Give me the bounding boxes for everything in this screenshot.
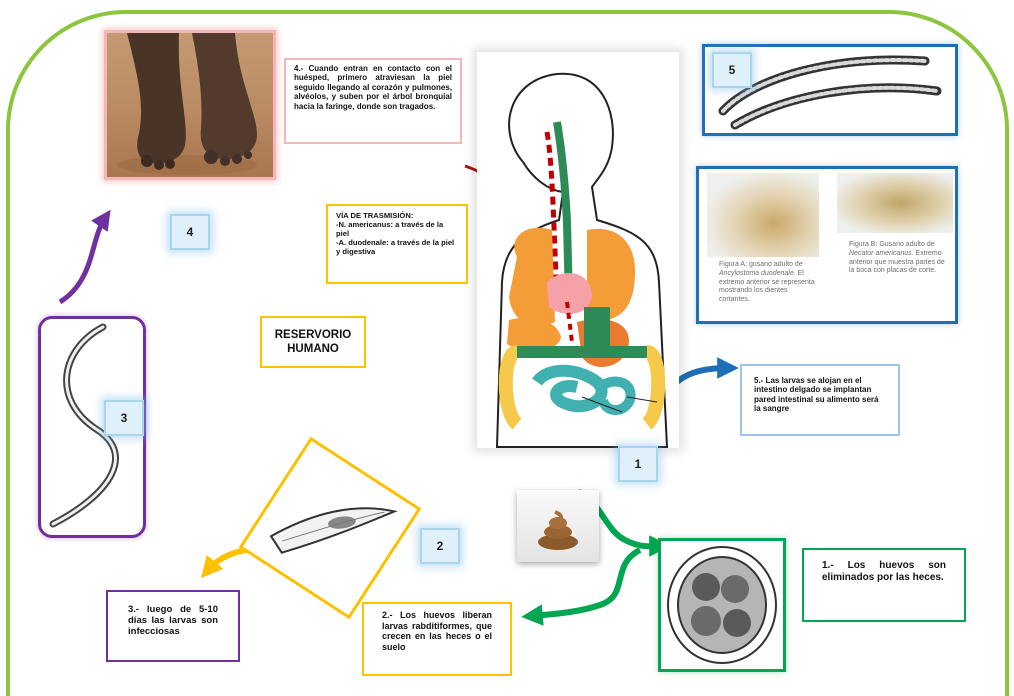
step5-text-box: 5.- Las larvas se alojan en el intestino… [740, 364, 900, 436]
step-number-3: 3 [104, 400, 144, 436]
figure-a-prefix: Figura A: gusano adulto de [719, 261, 803, 268]
arrow-3-to-4 [60, 218, 105, 302]
step-number-4: 4 [170, 214, 210, 250]
worm-micrograph-panel: Figura A: gusano adulto de Ancylostoma d… [696, 166, 958, 324]
egg-micrograph [658, 538, 786, 672]
figure-b-image [837, 173, 953, 233]
step4-text: 4.- Cuando entran en contacto con el hué… [294, 64, 452, 111]
human-anatomy-diagram [477, 52, 679, 448]
step-number-5: 5 [712, 52, 752, 88]
poop-illustration [517, 490, 599, 562]
reservoir-box: RESERVORIO HUMANO [260, 316, 366, 368]
feet-photo [104, 30, 276, 180]
figure-a-species: Ancylostoma duodenale [719, 270, 794, 277]
poop-icon [517, 490, 599, 562]
transmission-line-2: -A. duodenale: a través de la piel y dig… [336, 239, 458, 257]
reservoir-label: RESERVORIO HUMANO [270, 328, 356, 357]
step5-text: 5.- Las larvas se alojan en el intestino… [754, 376, 878, 413]
transmission-line-1: -N. americanus: a través de la piel [336, 221, 458, 239]
feet-illustration [107, 33, 273, 177]
figure-b-caption: Figura B: Gusano adulto de Necator ameri… [849, 241, 949, 276]
figure-b-species: Necator americanus [849, 250, 912, 257]
figure-b-prefix: Figura B: Gusano adulto de [849, 241, 935, 248]
step2-text-box: 2.- Los huevos liberan larvas rabditifor… [362, 602, 512, 676]
anatomy-illustration [477, 52, 679, 448]
step4-text-box: 4.- Cuando entran en contacto con el hué… [284, 58, 462, 144]
figure-a-image [707, 173, 819, 257]
step1-text: 1.- Los huevos son eliminados por las he… [822, 560, 946, 583]
step1-text-box: 1.- Los huevos son eliminados por las he… [802, 548, 966, 622]
step3-text-box: 3.- luego de 5-10 días las larvas son in… [106, 590, 240, 662]
step2-text: 2.- Los huevos liberan larvas rabditifor… [382, 610, 492, 652]
egg-illustration [661, 541, 783, 669]
step-number-1: 1 [618, 446, 658, 482]
step-number-2: 2 [420, 528, 460, 564]
figure-a-caption: Figura A: gusano adulto de Ancylostoma d… [719, 261, 815, 305]
transmission-route-box: VÍA DE TRASMISIÓN: -N. americanus: a tra… [326, 204, 468, 284]
step3-text: 3.- luego de 5-10 días las larvas son in… [128, 604, 218, 637]
